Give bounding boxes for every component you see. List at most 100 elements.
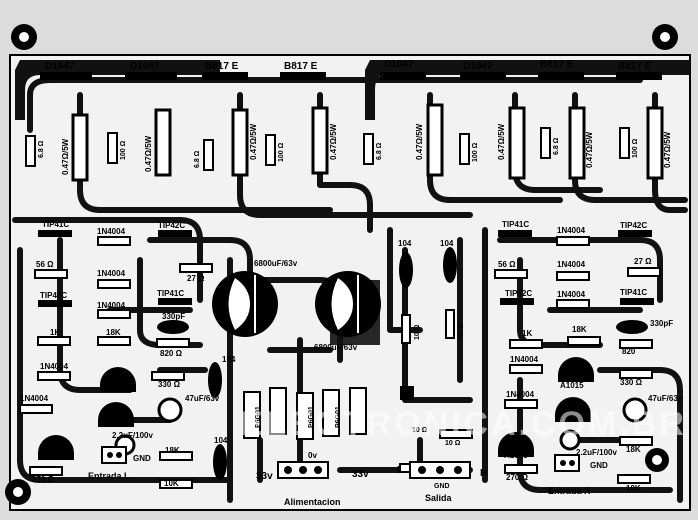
voltage-label-33v: 33v bbox=[352, 469, 369, 480]
input-right-label: Entrada R bbox=[548, 486, 591, 496]
resistor-label-100: 100 Ω bbox=[632, 138, 639, 158]
transistor-label-q6: D1047 bbox=[463, 61, 493, 72]
transistor-label-a1015: A1015 bbox=[44, 451, 68, 460]
transistor-label-a1015: A1015 bbox=[504, 451, 528, 460]
output-right-marker: R bbox=[480, 468, 488, 479]
tip41c-label: TIP41C bbox=[620, 288, 648, 297]
capacitor-label-104: 104 bbox=[440, 239, 454, 248]
diode-label: 1N4004 bbox=[40, 362, 69, 371]
diode-label: 1N4004 bbox=[510, 355, 539, 364]
transistor-label-q2: D1047 bbox=[130, 61, 160, 72]
gnd-label: GND bbox=[590, 461, 608, 470]
resistor-label-18k: 18K bbox=[165, 446, 180, 455]
resistor-label-820: 820 bbox=[622, 347, 636, 356]
input-left-label: Entrada L bbox=[88, 471, 130, 481]
tip41c-label: TIP41C bbox=[42, 220, 70, 229]
resistor-label-6-8: 6.8 Ω bbox=[194, 150, 201, 168]
voltage-label-0v: 0v bbox=[308, 451, 317, 460]
resistor-label-330: 330 Ω bbox=[620, 378, 642, 387]
tip42c-label: TIP42C bbox=[505, 289, 533, 298]
diode-label: 1N4004 bbox=[557, 226, 586, 235]
transistor-label-q1: D1047 bbox=[45, 61, 75, 72]
capacitor-label-104: 104 bbox=[214, 436, 228, 445]
diode-label: 1N4004 bbox=[97, 227, 126, 236]
transistor-label-a1015: A1015 bbox=[105, 416, 129, 425]
resistor-label-18k: 18K bbox=[572, 325, 587, 334]
watermark: ELECTRONICA.COM.BR bbox=[240, 405, 687, 443]
tip42c-label: TIP42C bbox=[40, 291, 68, 300]
capacitor-label-6800uf: 6800uF/63v bbox=[314, 343, 358, 352]
diode-label: 1N4004 bbox=[557, 260, 586, 269]
transistor-label-a1015: A1015 bbox=[102, 380, 126, 389]
power-transistor-footprints bbox=[40, 72, 662, 80]
power-resistor-label: 0.47Ω/5W bbox=[497, 123, 506, 160]
power-resistor-label: 0.47Ω/5W bbox=[144, 135, 153, 172]
resistor-label-27: 27 Ω bbox=[187, 274, 205, 283]
mounting-hole bbox=[5, 24, 678, 505]
resistor-label-18k: 18K bbox=[106, 328, 121, 337]
power-resistor-label: 0.47Ω/5W bbox=[61, 138, 70, 175]
resistor-label-820: 820 Ω bbox=[160, 349, 182, 358]
capacitor-label-2-2uf: 2.2uF/100v bbox=[112, 431, 153, 440]
electrolytic-capacitors bbox=[212, 271, 381, 337]
resistor-label-330: 330 Ω bbox=[158, 380, 180, 389]
tip41c-label: TIP41C bbox=[502, 220, 530, 229]
resistor-label-6-8: 6.8 Ω bbox=[38, 140, 45, 158]
transistor-label-q3: B817 E bbox=[205, 61, 239, 72]
output-left-marker: L bbox=[397, 465, 404, 476]
resistor-label-100: 100 Ω bbox=[472, 142, 479, 162]
resistor-label-10k: 10K bbox=[626, 484, 641, 493]
diode-label: 1N4004 bbox=[20, 394, 49, 403]
resistor-label-10: 10 Ω bbox=[458, 322, 465, 338]
resistor-label-10: 10 Ω bbox=[412, 427, 428, 434]
resistor-label-1k: 1K bbox=[50, 328, 61, 337]
transistor-label-q7: B817 E bbox=[540, 59, 574, 70]
resistor-label-10k: 10K bbox=[164, 479, 179, 488]
resistor-label-10: 10 Ω bbox=[414, 324, 421, 340]
resistor-label-270: 270 Ω bbox=[506, 473, 528, 482]
capacitor-label-104: 104 bbox=[222, 355, 236, 364]
diode-label: 1N4004 bbox=[557, 290, 586, 299]
gnd-label: GND bbox=[434, 483, 450, 490]
capacitor-label-2-2uf: 2.2uF/100v bbox=[576, 448, 617, 457]
resistor-label-100: 100 Ω bbox=[120, 140, 127, 160]
power-resistor-label: 0.47Ω/5W bbox=[663, 131, 672, 168]
capacitor-label-330pf: 330pF bbox=[162, 312, 186, 321]
diode-label: 1N4004 bbox=[97, 269, 126, 278]
power-resistor-label: 0.47Ω/5W bbox=[585, 131, 594, 168]
capacitor-label-47uf: 47uF/63v bbox=[185, 394, 220, 403]
power-resistor-label: 0.47Ω/5W bbox=[249, 123, 258, 160]
resistor-label-18k: 18K bbox=[626, 445, 641, 454]
tip41c-label: TIP41C bbox=[157, 289, 185, 298]
transistor-label-q8: B817 E bbox=[618, 61, 652, 72]
transistor-label-a1015: A1015 bbox=[560, 413, 584, 422]
resistor-label-10: 10 Ω bbox=[445, 440, 461, 447]
gnd-label: GND bbox=[133, 454, 151, 463]
transistor-label-q5: D1047 bbox=[384, 59, 414, 70]
resistor-label-1k: 1K bbox=[522, 329, 533, 338]
resistor-label-56: 56 Ω bbox=[498, 260, 516, 269]
transistor-label-q4: B817 E bbox=[284, 61, 318, 72]
tip42c-label: TIP42C bbox=[158, 221, 186, 230]
resistor-label-27: 27 Ω bbox=[634, 257, 652, 266]
capacitor-label-6800uf: 6800uF/63v bbox=[254, 259, 298, 268]
power-supply-label: Alimentacion bbox=[284, 497, 341, 507]
resistor-label-56: 56 Ω bbox=[36, 260, 54, 269]
resistor-label-100: 100 Ω bbox=[278, 142, 285, 162]
resistor-label-6-8: 6.8 Ω bbox=[376, 142, 383, 160]
diode-label: 1N4004 bbox=[506, 390, 535, 399]
diode-label: 1N4004 bbox=[97, 301, 126, 310]
capacitor-label-330pf: 330pF bbox=[650, 319, 674, 328]
power-resistor-label: 0.47Ω/5W bbox=[415, 123, 424, 160]
voltage-label-33v: 33v bbox=[256, 471, 273, 482]
power-resistor-bodies bbox=[71, 103, 664, 182]
capacitor-label-47uf: 47uF/63v bbox=[648, 394, 683, 403]
tip42c-label: TIP42C bbox=[620, 221, 648, 230]
power-resistor-label: 0.47Ω/5W bbox=[329, 123, 338, 160]
output-label: Salida bbox=[425, 493, 452, 503]
small-transistors bbox=[38, 357, 594, 460]
capacitor-label-104: 104 bbox=[398, 239, 412, 248]
resistor-label-270: 270 Ω bbox=[32, 475, 54, 484]
